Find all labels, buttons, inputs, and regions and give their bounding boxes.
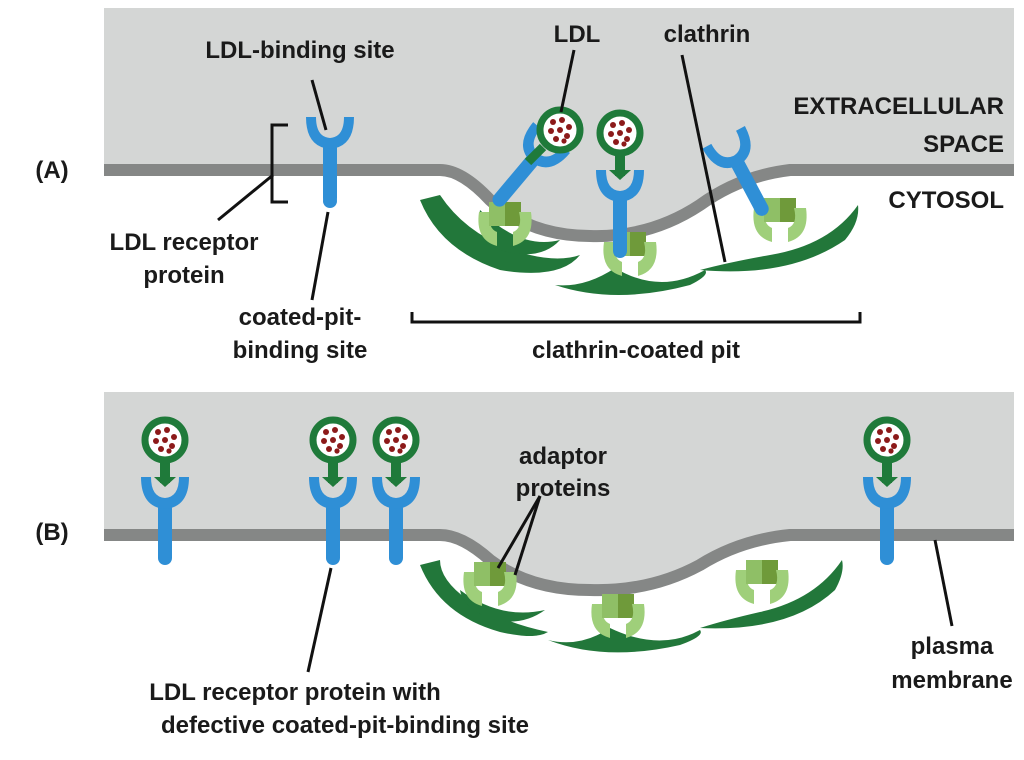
panel-a: (A) LDL-binding site LDL clathrin EXTRAC…	[35, 8, 1014, 364]
coated-pit-bracket	[410, 312, 862, 324]
label-ldl-binding-site: LDL-binding site	[205, 37, 394, 64]
label-coated-pit-site-2: binding site	[233, 337, 368, 364]
label-space: SPACE	[923, 131, 1004, 158]
label-extracellular: EXTRACELLULAR	[793, 93, 1004, 120]
ldl-receptor-a-left	[306, 117, 354, 208]
label-proteins: proteins	[516, 475, 611, 502]
label-clathrin-coated-pit: clathrin-coated pit	[532, 337, 740, 364]
receptor-bracket	[270, 123, 288, 204]
label-membrane: membrane	[891, 667, 1012, 694]
label-defective-2: defective coated-pit-binding site	[161, 712, 529, 739]
label-coated-pit-site-1: coated-pit-	[239, 304, 362, 331]
label-receptor-protein-1: LDL receptor	[110, 229, 259, 256]
panel-a-tag: (A)	[35, 157, 68, 184]
label-receptor-protein-2: protein	[143, 262, 224, 289]
leader-lines-a	[217, 49, 727, 301]
label-cytosol: CYTOSOL	[888, 187, 1004, 214]
clathrin-coat-a	[420, 195, 859, 295]
ldl-particle-a-1	[540, 110, 580, 150]
label-adaptor: adaptor	[519, 443, 607, 470]
panel-b-tag: (B)	[35, 519, 68, 546]
clathrin-coat-b	[420, 560, 843, 653]
panel-b: (B) adaptor proteins LDL receptor protei…	[35, 392, 1014, 739]
label-ldl: LDL	[554, 21, 601, 48]
label-plasma: plasma	[911, 633, 994, 660]
leader-lines-b	[306, 495, 954, 673]
label-clathrin: clathrin	[664, 21, 751, 48]
label-defective-1: LDL receptor protein with	[149, 679, 441, 706]
plasma-membrane-a	[104, 164, 1014, 243]
plasma-membrane-b	[104, 529, 1014, 597]
ldl-link-a-1	[524, 143, 547, 166]
